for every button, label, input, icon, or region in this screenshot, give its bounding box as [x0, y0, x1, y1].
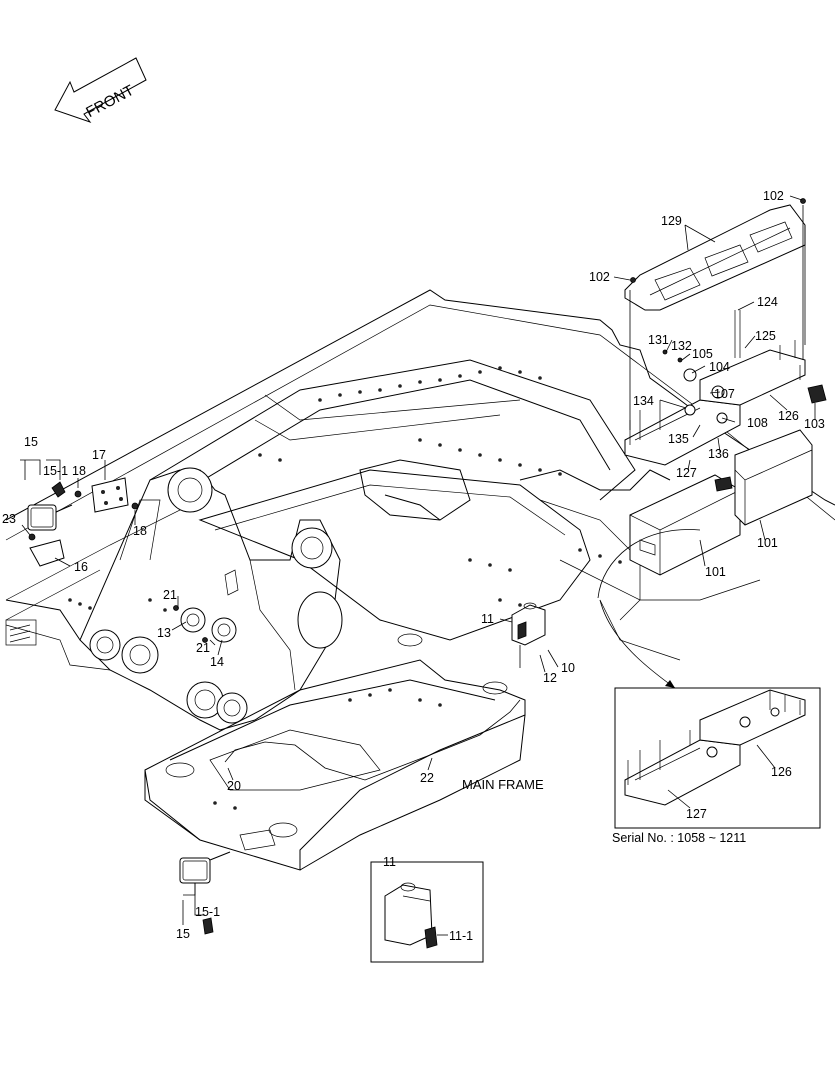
leader-lines [21, 195, 816, 925]
work-lamp-rear [179, 851, 231, 935]
callout-105: 105 [692, 347, 713, 361]
callout-103: 103 [804, 417, 825, 431]
callout-15-1: 15-1 [43, 464, 68, 478]
inset-title-11: 11 [383, 855, 396, 869]
callout-10: 10 [561, 661, 575, 675]
main-frame-title: MAIN FRAME [462, 777, 544, 792]
callout-11-1: 11-1 [449, 929, 473, 943]
callout-17: 17 [92, 448, 106, 462]
work-lamp-left [20, 459, 139, 567]
callout-23: 23 [2, 512, 16, 526]
front-arrow: FRONT [54, 57, 147, 123]
detail-pointer [597, 529, 701, 689]
callout-136: 136 [708, 447, 729, 461]
callout-labels: 15 15-1 17 18 18 23 16 21 13 21 14 11 12… [2, 189, 825, 943]
callout-134: 134 [633, 394, 654, 408]
serial-number-label: Serial No. : 1058 ~ 1211 [612, 831, 746, 845]
callout-126-detail: 126 [771, 765, 792, 779]
callout-102: 102 [763, 189, 784, 203]
callout-127: 127 [676, 466, 697, 480]
callout-108: 108 [747, 416, 768, 430]
batteries [629, 429, 813, 576]
battery-cover [624, 198, 806, 311]
callout-107: 107 [714, 387, 735, 401]
callout-16: 16 [74, 560, 88, 574]
washer-tank-inset [370, 861, 484, 963]
callout-18: 18 [72, 464, 86, 478]
callout-129: 129 [661, 214, 682, 228]
horns [173, 569, 239, 643]
callout-126: 126 [778, 409, 799, 423]
battery-tray [624, 205, 827, 466]
serial-detail-box [614, 687, 821, 829]
washer-tank [511, 602, 546, 668]
callout-15: 15 [24, 435, 38, 449]
callout-12: 12 [543, 671, 557, 685]
callout-14: 14 [210, 655, 224, 669]
callout-11: 11 [481, 612, 494, 626]
callout-101: 101 [705, 565, 726, 579]
callout-132: 132 [671, 339, 692, 353]
callout-20: 20 [227, 779, 241, 793]
callout-101: 101 [757, 536, 778, 550]
callout-15-1-rear: 15-1 [195, 905, 220, 919]
callout-21: 21 [163, 588, 177, 602]
callout-104: 104 [709, 360, 730, 374]
callout-18: 18 [133, 524, 147, 538]
main-frame-drawing [5, 289, 835, 871]
callout-127-detail: 127 [686, 807, 707, 821]
callout-135: 135 [668, 432, 689, 446]
callout-124: 124 [757, 295, 778, 309]
callout-102: 102 [589, 270, 610, 284]
callout-22: 22 [420, 771, 434, 785]
callout-13: 13 [157, 626, 171, 640]
callout-125: 125 [755, 329, 776, 343]
callout-131: 131 [648, 333, 669, 347]
callout-15-rear: 15 [176, 927, 190, 941]
callout-21: 21 [196, 641, 210, 655]
